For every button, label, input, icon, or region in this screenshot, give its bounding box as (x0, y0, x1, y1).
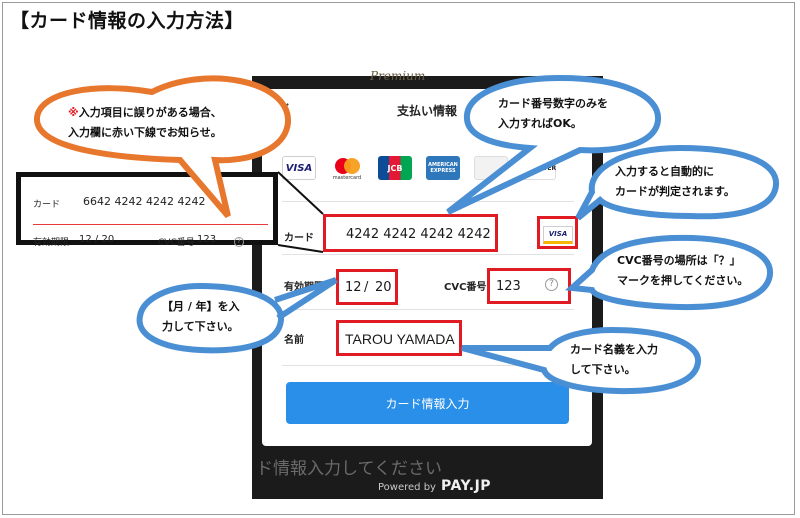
visa-logo-icon: VISA (282, 156, 316, 180)
zoom-help-icon: ? (234, 237, 244, 247)
error-underline (33, 224, 268, 225)
name-value: TAROU YAMADA (345, 331, 455, 347)
expiry-callout-bubble (136, 277, 338, 354)
card-number-label: カード (284, 233, 314, 244)
name-field[interactable]: TAROU YAMADA (336, 320, 462, 356)
card-number-value: 4242 4242 4242 4242 (346, 227, 491, 242)
jcb-logo-icon: JCB (378, 156, 412, 180)
auto-detect-callout-text: 入力すると自動的に カードが判定されます。 (615, 162, 735, 202)
expiry-line2: 力して下さい。 (162, 320, 239, 333)
help-icon[interactable]: ? (545, 278, 558, 291)
name-label: 名前 (284, 335, 304, 346)
card-number-field[interactable]: 4242 4242 4242 4242 (323, 214, 498, 252)
zoom-card-number: 6642 4242 4242 4242 (83, 195, 206, 208)
name-callout-bubble (461, 326, 701, 395)
zoom-cvc-label: CVC番号 (158, 238, 195, 248)
zoom-card-label: カード (33, 200, 61, 210)
zoom-expiry-value: 12 / 20 (79, 234, 115, 245)
zoom-connector-line (277, 171, 324, 215)
error-callout-bubble (33, 75, 292, 218)
expiry-field[interactable]: 12 / 20 (336, 269, 398, 305)
cvc-line2: マークを押してください。 (617, 274, 749, 287)
modal-title: 支払い情報 (396, 104, 457, 118)
auto-detect-callout-bubble (575, 144, 780, 221)
divider (282, 201, 574, 202)
card-digits-callout-text: カード番号数字のみを 入力すればOK。 (498, 94, 608, 134)
host-page-prompt: ド情報入力してください (256, 459, 442, 479)
host-page-heading: Premium (370, 69, 426, 83)
auto-detect-line2: カードが判定されます。 (615, 185, 735, 198)
cvc-value: 123 (496, 279, 521, 294)
error-callout-line1: 入力項目に誤りがある場合、 (78, 106, 222, 119)
expiry-line1: 【月 / 年】を入 (162, 300, 240, 313)
card-digits-callout-bubble (446, 74, 662, 215)
submit-card-button[interactable]: カード情報入力 (286, 382, 569, 424)
error-callout-text: ※入力項目に誤りがある場合、 入力欄に赤い下線でお知らせ。 (68, 103, 222, 143)
expiry-month: 12 (345, 280, 362, 295)
payjp-logo: PAY.JP (440, 478, 492, 494)
cvc-line1: CVC番号の場所は「？」 (617, 254, 741, 267)
zoom-connector-line (277, 244, 324, 253)
expiry-separator: / (364, 280, 369, 295)
mastercard-logo-icon: mastercard (330, 156, 364, 181)
powered-by-text: Powered by (378, 482, 436, 493)
cvc-callout-bubble (564, 234, 774, 311)
cvc-label: CVC番号 (444, 282, 487, 293)
zoom-expiry-label: 有効期限 (33, 238, 70, 248)
amex-logo-icon: AMERICAN EXPRESS (426, 156, 460, 180)
card-digits-line1: カード番号数字のみを (498, 97, 608, 110)
name-line1: カード名義を入力 (570, 343, 658, 356)
name-callout-text: カード名義を入力 して下さい。 (570, 340, 658, 380)
divider (282, 365, 574, 366)
divider (282, 254, 574, 255)
mastercard-logo-text: mastercard (332, 175, 362, 181)
detected-visa-icon: VISA (543, 226, 573, 244)
error-callout-mark: ※ (68, 106, 79, 119)
expiry-year: 20 (375, 280, 392, 295)
page-title: 【カード情報の入力方法】 (10, 10, 245, 32)
card-digits-line2: 入力すればOK。 (498, 117, 582, 130)
zoom-cvc-value: 123 (197, 234, 217, 245)
powered-by: Powered by PAY.JP (378, 478, 491, 494)
error-example-panel: カード 6642 4242 4242 4242 有効期限 12 / 20 CVC… (16, 172, 278, 248)
expiry-callout-text: 【月 / 年】を入 力して下さい。 (162, 297, 240, 337)
cvc-callout-text: CVC番号の場所は「？」 マークを押してください。 (617, 251, 748, 291)
divider (282, 309, 574, 310)
error-callout-line2: 入力欄に赤い下線でお知らせ。 (68, 126, 222, 139)
auto-detect-line1: 入力すると自動的に (615, 165, 714, 178)
name-line2: して下さい。 (570, 363, 636, 376)
